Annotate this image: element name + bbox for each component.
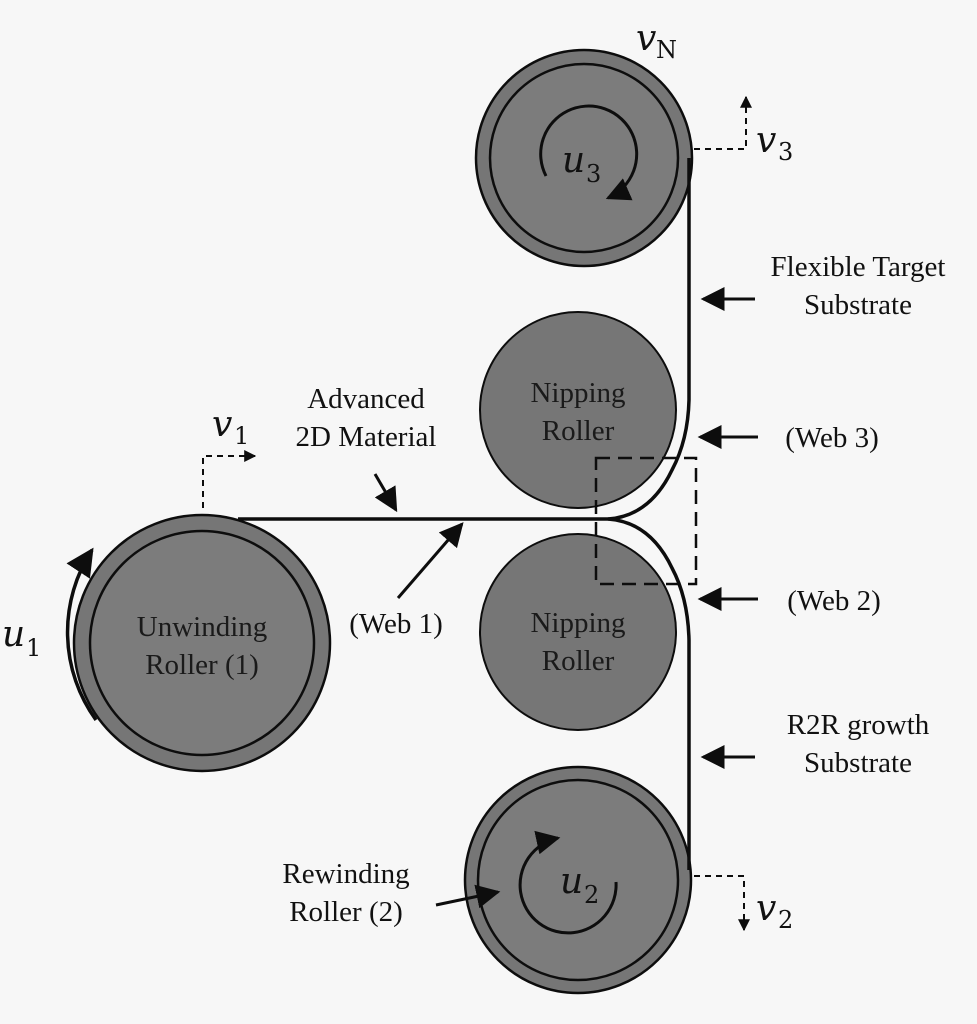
u2-rotation-arrow [518, 830, 618, 935]
u1-base: u [2, 614, 25, 655]
vN-sub: N [656, 36, 677, 64]
rewinding-roller-label-2: Roller (2) [289, 896, 403, 928]
v1-base: v [212, 404, 232, 445]
v3-arrow [694, 95, 752, 150]
r2r-growth-label-2: Substrate [804, 747, 912, 779]
u3-base: u [562, 140, 585, 181]
u3-sub: 3 [586, 160, 601, 188]
v2-sub: 2 [778, 906, 793, 934]
roller-3-top [474, 48, 694, 268]
symbol-v3: v 3 [756, 120, 793, 166]
web-3-line [607, 158, 691, 521]
symbol-vN: v N [636, 18, 677, 64]
nipping-roller-top-disc [479, 311, 677, 509]
v2-base: v [756, 888, 776, 929]
v1-sub: 1 [234, 422, 249, 450]
symbol-v2: v 2 [756, 888, 793, 934]
nipping-roller-top [479, 311, 677, 509]
web-2-label: (Web 2) [787, 585, 881, 617]
nipping-roller-bottom-label-1: Nipping [530, 607, 625, 639]
nipping-roller-top-label-1: Nipping [530, 377, 625, 409]
rewinding-roller-pointer [435, 884, 501, 909]
advanced-material-label-2: 2D Material [296, 421, 437, 453]
u1-rotation-arrow [65, 547, 98, 722]
nipping-roller-bottom-label-2: Roller [542, 645, 615, 677]
v3-sub: 3 [778, 138, 793, 166]
advanced-material-pointer [373, 473, 398, 513]
unwinding-roller [72, 513, 332, 773]
u2-sub: 2 [584, 881, 599, 909]
flexible-target-label-2: Substrate [804, 289, 912, 321]
u2-base: u [560, 861, 583, 902]
unwinding-roller-inner [88, 529, 316, 757]
web-1-label: (Web 1) [349, 608, 443, 640]
web-2-line [607, 517, 691, 870]
unwinding-roller-label-1: Unwinding [137, 611, 268, 643]
symbol-u1: u 1 [2, 614, 41, 662]
vN-base: v [636, 18, 656, 59]
web-1-pointer [396, 522, 464, 599]
u3-rotation-arrow [539, 104, 639, 201]
u1-sub: 1 [26, 634, 41, 662]
symbol-u2: u 2 [560, 861, 599, 909]
symbol-v1: v 1 [212, 404, 249, 450]
v1-arrow [202, 450, 257, 508]
symbol-u3: u 3 [562, 140, 601, 188]
rewinding-roller [463, 765, 693, 995]
r2r-growth-label-1: R2R growth [787, 709, 930, 741]
v3-base: v [756, 120, 776, 161]
rewinding-roller-label-1: Rewinding [282, 858, 409, 890]
web-3-label: (Web 3) [785, 422, 879, 454]
nip-region-box [594, 456, 698, 586]
rewinding-roller-inner [476, 778, 680, 982]
advanced-material-label-1: Advanced [307, 383, 425, 415]
v2-arrow [694, 875, 750, 932]
unwinding-roller-label-2: Roller (1) [145, 649, 259, 681]
flexible-target-label-1: Flexible Target [771, 251, 946, 283]
nipping-roller-top-label-2: Roller [542, 415, 615, 447]
roller-3-inner [488, 62, 680, 254]
